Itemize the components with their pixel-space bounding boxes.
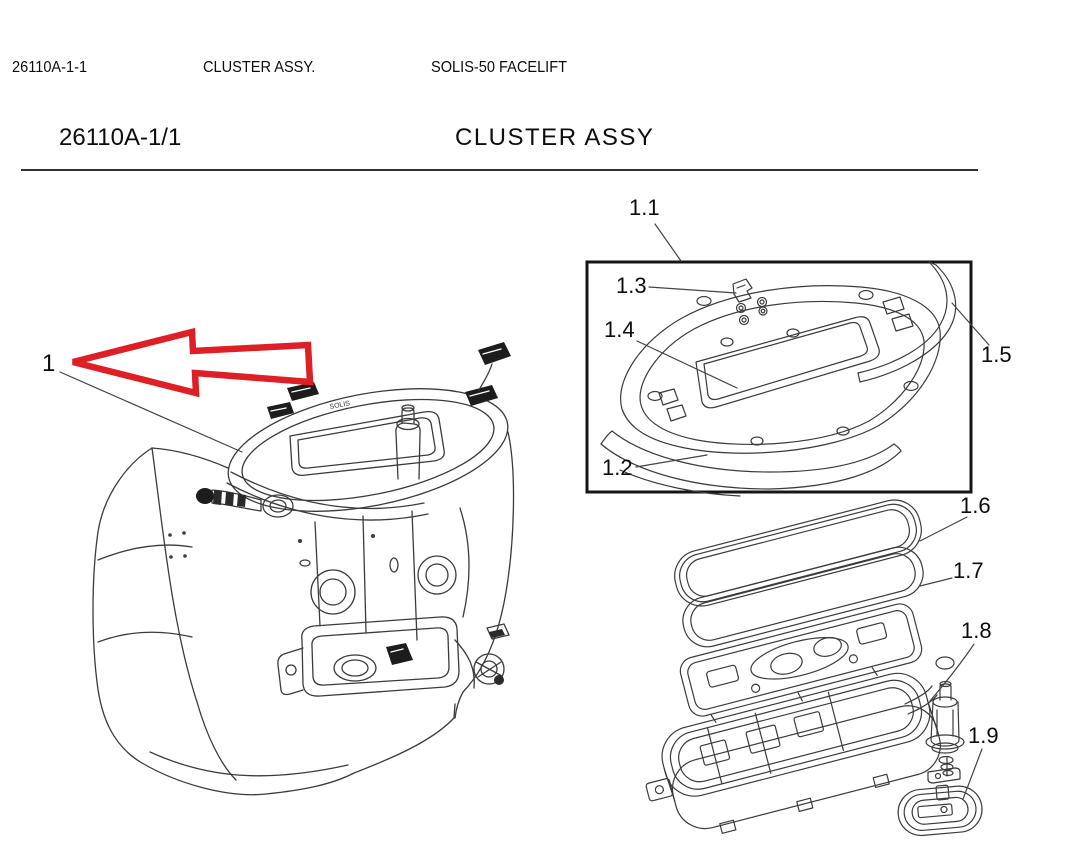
callout-1: 1 [42,350,56,377]
callout-1-6: 1.6 [960,493,991,518]
callout-1-2: 1.2 [602,455,633,480]
red-arrow [72,327,314,398]
title-divider [21,169,978,171]
faceplate-drawing [679,603,923,723]
console-badge-text: SOLIS [329,400,351,411]
header-model: SOLIS-50 FACELIFT [431,59,568,76]
section-title: CLUSTER ASSY [455,124,655,151]
callout-1-7: 1.7 [953,558,984,583]
callout-1-8: 1.8 [961,618,992,643]
callout-1-1: 1.1 [629,195,660,220]
housing-drawing [645,672,941,834]
callout-1-3: 1.3 [616,273,647,298]
callout-1-4: 1.4 [604,317,635,342]
gasket-drawing [682,546,924,648]
leader-lines [59,223,990,800]
callout-1-5: 1.5 [981,342,1012,367]
header-doc-title: CLUSTER ASSY. [203,59,316,76]
connector-blobs [267,342,511,419]
cluster-stack-drawing [645,499,983,837]
console-drawing: SOLIS [92,342,515,796]
key-switch-drawing [925,680,965,754]
callout-1-9: 1.9 [968,723,999,748]
section-code: 26110A-1/1 [59,124,182,151]
assembly-box-frame [585,260,973,494]
buzzer-drawing [897,784,983,837]
top-cover-drawing [600,261,957,497]
header-doc-code: 26110A-1-1 [12,59,88,76]
